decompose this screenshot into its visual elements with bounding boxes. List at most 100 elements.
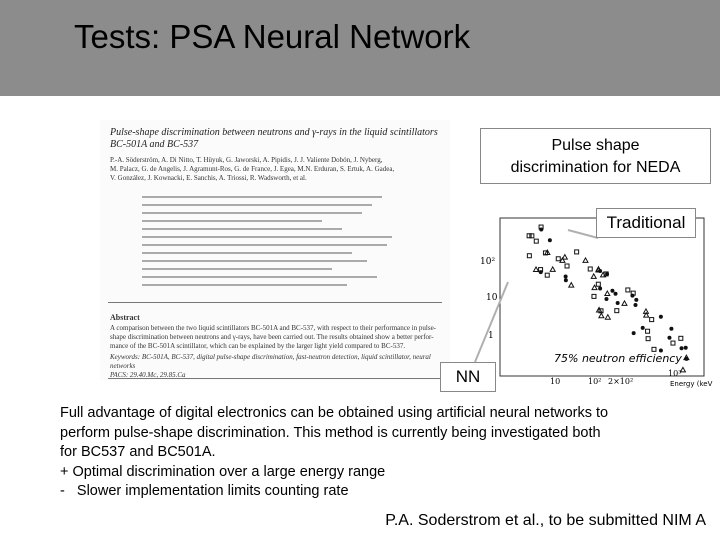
plot-marker	[567, 281, 575, 288]
abstract-line: A comparison between the two liquid scin…	[110, 324, 437, 332]
plot-marker	[538, 270, 543, 275]
plot-marker	[582, 256, 589, 263]
affiliation-line	[142, 236, 392, 238]
plot-marker	[587, 266, 593, 272]
psd-callout-line: discrimination for NEDA	[510, 159, 681, 176]
plot-marker	[559, 256, 566, 263]
plot-marker	[526, 233, 532, 239]
body-text: Full advantage of digital electronics ca…	[60, 404, 700, 502]
nn-label: NN	[440, 362, 496, 392]
traditional-arrow	[567, 229, 599, 239]
paper-author-line: P.-A. Söderström, A. Di Nitto, T. Hüyuk,…	[110, 156, 383, 164]
plot-marker	[526, 253, 532, 259]
slide-title: Tests: PSA Neural Network	[74, 18, 471, 55]
x-tick: 10³	[668, 369, 681, 378]
plot-marker	[555, 256, 561, 262]
x-tick: 10²	[588, 377, 601, 386]
abstract-line: mance of the BC-501A scintillator, which…	[110, 342, 406, 350]
paper-title: Pulse-shape discrimination between neutr…	[110, 127, 440, 151]
plot-marker	[614, 308, 620, 314]
affiliation-line	[142, 244, 387, 246]
plot-marker	[563, 278, 568, 283]
affiliation-line	[142, 220, 322, 222]
plot-marker	[547, 238, 552, 243]
plot-marker	[539, 227, 544, 232]
plot-marker	[625, 287, 631, 293]
plot-marker	[633, 302, 638, 307]
plot-marker	[645, 336, 651, 342]
plot-marker	[532, 265, 540, 272]
paper-title-line: Pulse-shape discrimination between neutr…	[110, 127, 438, 138]
plot-marker	[595, 306, 603, 313]
plot-marker	[631, 331, 636, 336]
plot-marker	[679, 346, 684, 351]
plot-marker	[630, 293, 635, 298]
affiliation-line	[142, 204, 372, 206]
plot-marker	[667, 335, 672, 340]
x-tick: 10	[550, 377, 560, 386]
paper-author-line: M. Palacz, G. de Angelis, J. Agramunt-Ro…	[110, 165, 395, 173]
y-tick: 1	[488, 331, 494, 341]
keywords-line: PACS: 29.40.Mc, 29.85.Ca	[110, 371, 186, 379]
plot-marker	[597, 312, 605, 319]
plot-marker	[591, 293, 597, 299]
body-line: perform pulse-shape discrimination. This…	[60, 424, 601, 441]
paper-keywords: Keywords: BC-501A, BC-537, digital pulse…	[110, 353, 440, 380]
plot-marker	[684, 356, 689, 361]
plot-marker	[640, 325, 645, 330]
plot-marker	[533, 238, 539, 244]
plot-marker	[610, 288, 615, 293]
affiliation-line	[142, 228, 342, 230]
plot-marker	[658, 314, 663, 319]
affiliation-line	[142, 212, 362, 214]
plot-marker	[683, 345, 688, 350]
paper-authors: P.-A. Söderström, A. Di Nitto, T. Hüyuk,…	[110, 156, 440, 183]
x-axis-label: Energy (keV	[670, 380, 713, 388]
plot-marker	[679, 366, 687, 373]
plot-marker	[649, 317, 655, 323]
affiliation-line	[142, 252, 352, 254]
paper-rule	[108, 378, 442, 379]
plot-marker	[591, 284, 598, 291]
body-line: + Optimal discrimination over a large en…	[60, 463, 386, 480]
keywords-line: Keywords: BC-501A, BC-537, digital pulse…	[110, 353, 431, 361]
plot-marker	[598, 286, 603, 291]
plot-marker	[544, 272, 550, 278]
plot-marker	[634, 297, 639, 302]
plot-marker	[670, 340, 676, 346]
plot-marker	[645, 328, 651, 334]
plot-marker	[621, 299, 628, 306]
paper-thumbnail: Pulse-shape discrimination between neutr…	[100, 120, 450, 380]
affiliation-line	[142, 196, 382, 198]
abstract-line: shape discrimination between neutrons an…	[110, 333, 434, 341]
psd-callout-line: Pulse shape	[551, 137, 640, 154]
y-tick: 10²	[480, 257, 495, 267]
affiliation-line	[142, 276, 377, 278]
paper-rule	[108, 302, 442, 303]
plot-marker	[564, 263, 570, 269]
plot-marker	[604, 313, 612, 320]
affiliation-line	[142, 284, 347, 286]
body-line: for BC537 and BC501A.	[60, 444, 216, 460]
psd-callout: Pulse shape discrimination for NEDA	[480, 128, 711, 184]
plot-marker	[651, 346, 657, 352]
plot-marker	[604, 296, 609, 301]
abstract-heading: Abstract	[110, 313, 140, 322]
plot-marker	[563, 274, 568, 279]
plot-marker	[658, 348, 663, 353]
traditional-label: Traditional	[596, 208, 696, 238]
y-tick: 10	[486, 293, 498, 303]
plot-marker	[598, 308, 604, 314]
plot-marker	[603, 271, 609, 277]
citation: P.A. Soderstrom et al., to be submitted …	[385, 512, 706, 529]
paper-title-line: BC-501A and BC-537	[110, 139, 199, 150]
keywords-line: networks	[110, 362, 136, 370]
header-band	[0, 0, 720, 96]
nn-arrow	[474, 281, 509, 363]
plot-marker	[595, 281, 601, 287]
plot-marker	[529, 233, 535, 239]
affiliation-line	[142, 260, 367, 262]
plot-marker	[549, 265, 557, 272]
abstract-text: A comparison between the two liquid scin…	[110, 324, 440, 351]
plot-marker	[613, 291, 618, 296]
